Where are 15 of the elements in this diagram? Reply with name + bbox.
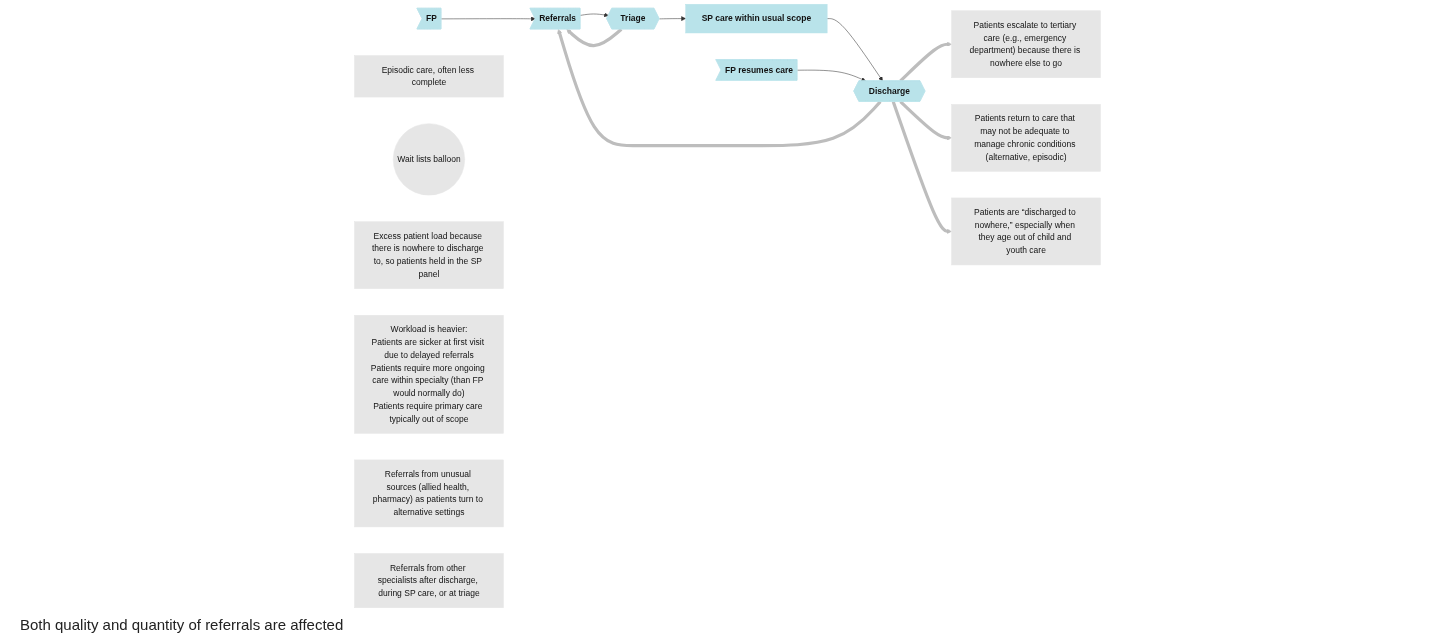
node-box: Referrals from other specialists after discharge, during SP care, or at triage xyxy=(354,553,504,608)
arrow xyxy=(566,28,623,48)
node-box: Patients escalate to tertiary care (e.g., emergency department) because there is nowhere else to go xyxy=(951,10,1101,79)
node-box: Patients return to care that may not be adequate to manage chronic conditions (alternative, episodic) xyxy=(951,104,1101,172)
node-box: Referrals from unusual sources (allied health, pharmacy) as patients turn to alternative settings xyxy=(354,459,504,528)
node-box: Episodic care, often less complete xyxy=(354,55,504,98)
node-box: SP care within usual scope xyxy=(685,4,828,34)
node-box: Excess patient load because there is nowhere to discharge to, so patients held in the SP panel xyxy=(354,221,504,289)
arrow xyxy=(899,100,952,141)
node-box: Workload is heavier: Patients are sicker at first visit due to delayed referrals Patients require more ongoing care within specialty (than FP would normally do) Patients require primary care typically out of scope xyxy=(354,315,504,434)
note-text: Both quality and quantity of referrals are affected xyxy=(20,616,345,633)
arrow xyxy=(891,101,952,234)
arrow xyxy=(557,29,882,148)
node-box: Patients are “discharged to nowhere,” especially when they age out of child and youth care xyxy=(951,197,1101,266)
node-circle: Wait lists balloon xyxy=(392,123,465,196)
